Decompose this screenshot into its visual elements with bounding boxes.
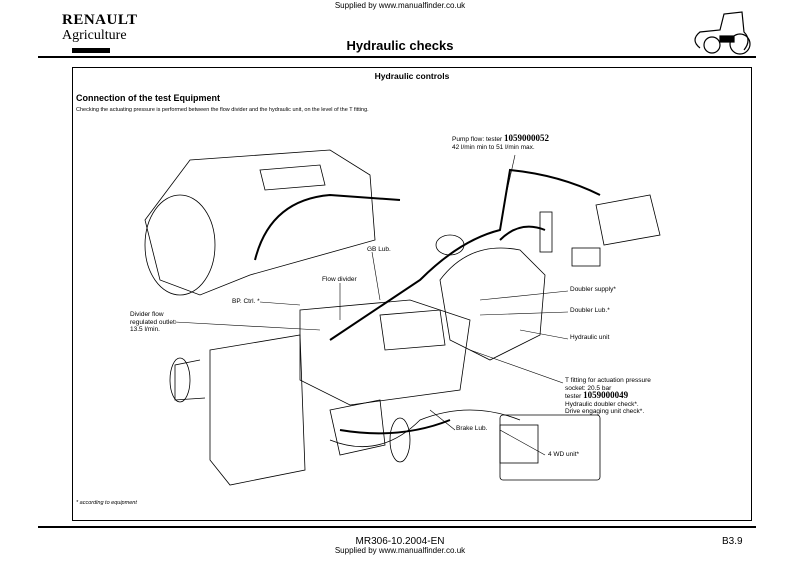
hoses: [254, 168, 601, 435]
t-fitting-line-1: T fitting for actuation pressure: [565, 377, 651, 384]
document-reference: MR306-10.2004-EN: [355, 536, 445, 547]
t-fitting-code: 1059000049: [583, 390, 629, 400]
label-bp-ctrl: BP. Ctrl. *: [232, 298, 260, 305]
t-fitting-line-2: socket: 20.5 bar: [565, 384, 612, 392]
page-title: Hydraulic checks: [346, 38, 454, 53]
renault-agriculture-logo: RENAULT Agriculture: [62, 13, 137, 53]
footer-rule: [38, 526, 756, 528]
supplied-by-bottom: Supplied by www.manualfinder.co.uk: [334, 546, 466, 555]
pump-flow-code: 1059000052: [504, 133, 550, 143]
header-rule: [38, 56, 756, 58]
tractor-icon: [694, 11, 751, 55]
pump-flow-text: Pump flow: tester: [452, 136, 503, 143]
label-doubler-supply: Doubler supply*: [570, 286, 616, 293]
page-number: B3.9: [722, 536, 743, 547]
supplied-by-top: Supplied by www.manualfinder.co.uk: [334, 1, 466, 10]
pump-flow-range: 42 l/min min to 51 l/min max.: [452, 143, 535, 151]
label-gb-lub: GB Lub.: [367, 246, 391, 253]
section-heading: Connection of the test Equipment: [76, 93, 220, 103]
intro-text: Checking the actuating pressure is perfo…: [76, 107, 369, 113]
logo-bar: [72, 48, 110, 53]
label-flow-divider: Flow divider: [322, 276, 357, 283]
label-4wd-unit: 4 WD unit*: [548, 451, 580, 458]
content-frame: [72, 67, 752, 521]
label-hydraulic-unit: Hydraulic unit: [570, 334, 610, 341]
logo-brand: RENAULT: [62, 12, 138, 28]
hydraulic-diagram: [144, 149, 661, 486]
t-fitting-line-3: tester: [565, 393, 582, 400]
box-title: Hydraulic controls: [374, 71, 450, 81]
divider-line-2: regulated outlet:: [130, 318, 177, 326]
leader-lines: [174, 154, 569, 456]
divider-line-1: Divider flow: [130, 311, 164, 318]
logo-sub: Agriculture: [62, 28, 127, 43]
label-brake-lub: Brake Lub.: [456, 425, 488, 432]
divider-line-3: 13.5 l/min.: [130, 326, 160, 333]
t-fitting-line-5: Drive engaging unit check*.: [565, 408, 645, 415]
t-fitting-line-4: Hydraulic doubler check*.: [565, 400, 639, 408]
footnote: * according to equipment: [76, 500, 137, 506]
label-doubler-lub: Doubler Lub.*: [570, 307, 610, 314]
